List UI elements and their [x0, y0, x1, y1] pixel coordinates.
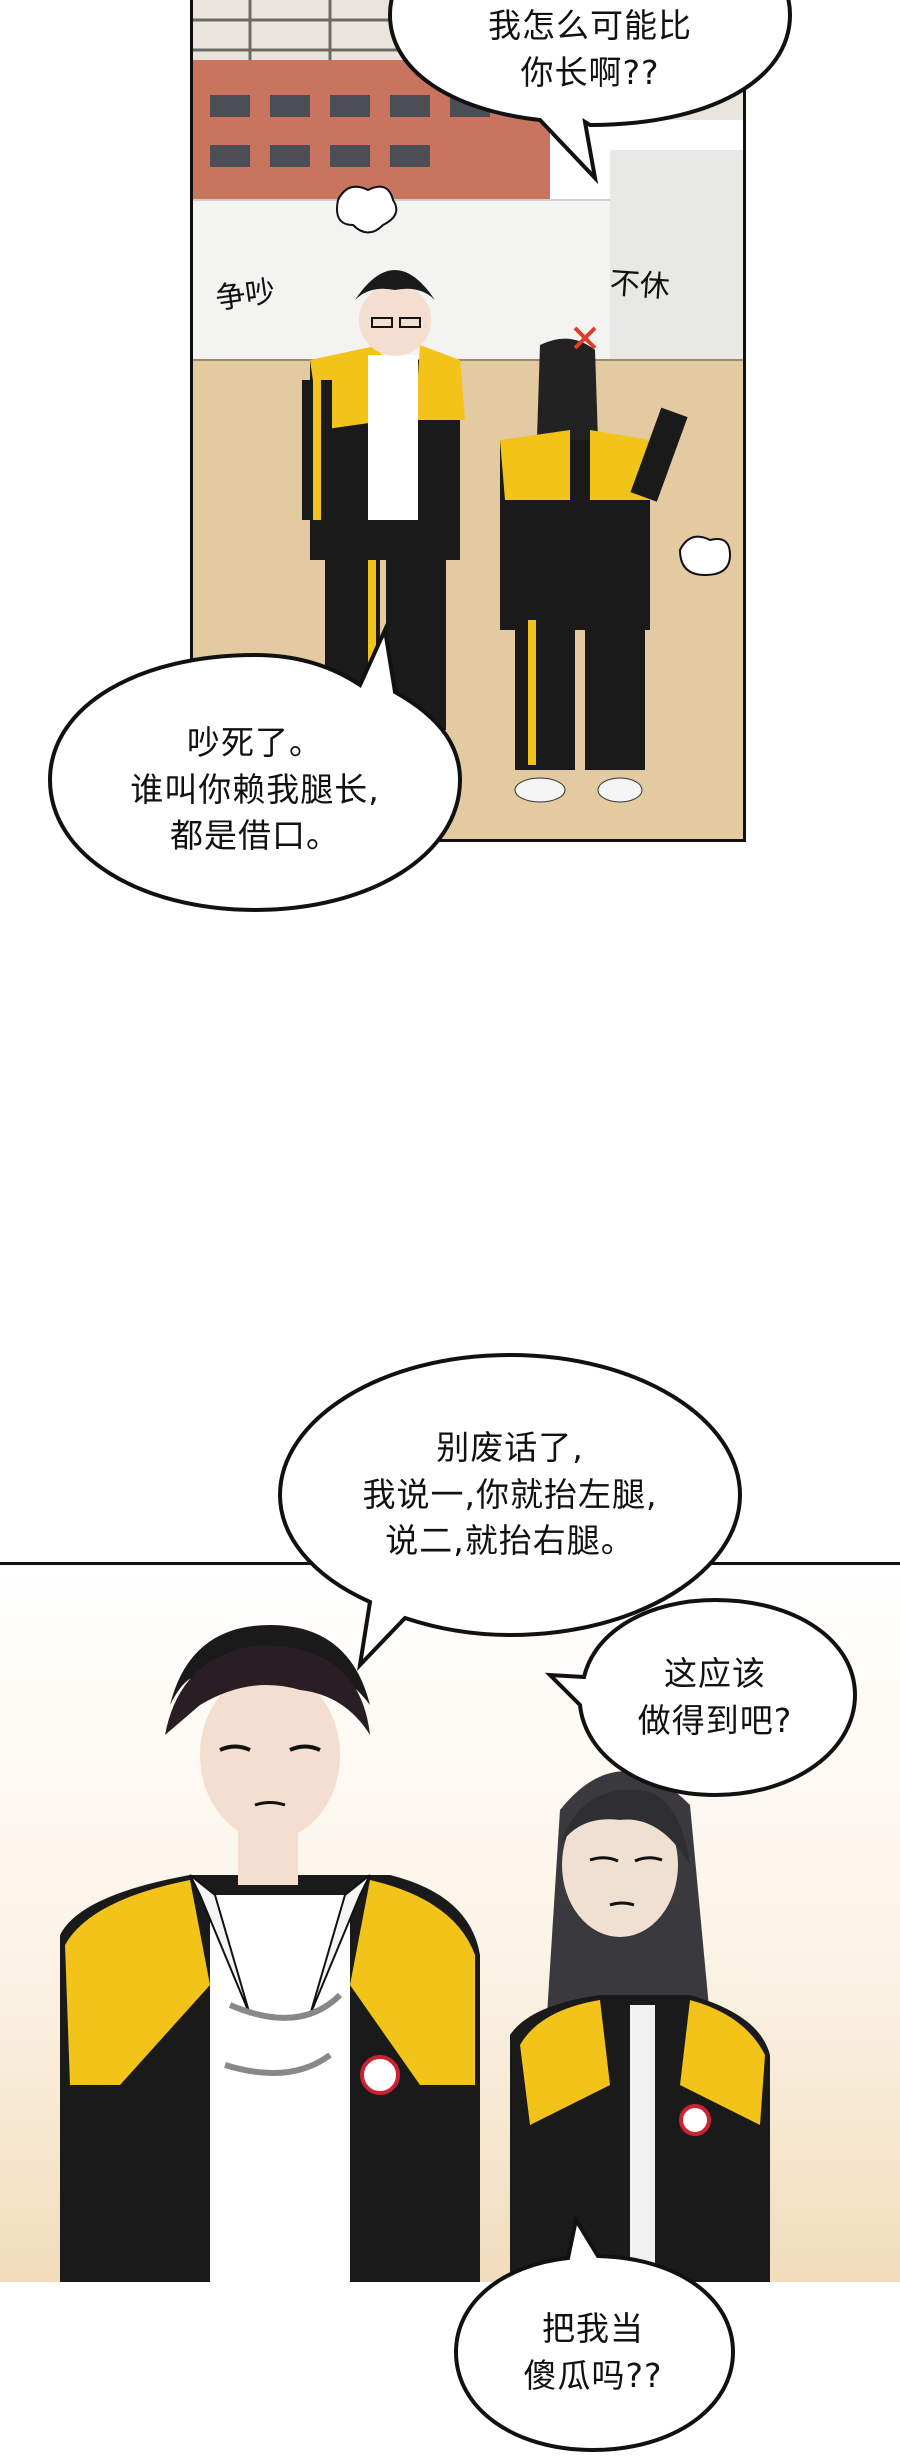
speech-bubble-main: 别废话了, 我说一,你就抬左腿, 说二,就抬右腿。: [270, 1350, 750, 1672]
bubble-line: 吵死了。: [187, 722, 323, 762]
speech-bubble-bottom: 把我当 傻瓜吗??: [448, 2214, 738, 2455]
bubble-line: 别废话了,: [436, 1427, 584, 1467]
bubble-line: 把我当: [542, 2308, 644, 2348]
panel-2-scene: [0, 1562, 900, 2282]
bubble-line: 傻瓜吗??: [523, 2355, 663, 2395]
bubble-line: 谁叫你赖我腿长,: [130, 769, 380, 809]
bubble-line: 我说一,你就抬左腿,: [362, 1474, 658, 1514]
speech-bubble-bottom-left: 吵死了。 谁叫你赖我腿长, 都是借口。: [40, 623, 470, 920]
sfx-arguing: 争吵: [213, 273, 278, 317]
bubble-line: 都是借口。: [170, 816, 340, 856]
bubble-line: 说二,就抬右腿。: [385, 1521, 635, 1561]
bubble-line: 这应该: [664, 1653, 766, 1693]
bubble-line: 做得到吧?: [637, 1700, 793, 1740]
speech-bubble-top: 我怎么可能比 你长啊??: [380, 0, 800, 185]
sfx-endless: 不休: [608, 265, 671, 306]
bubble-line: 我怎么可能比: [488, 6, 692, 46]
speech-bubble-side: 这应该 做得到吧?: [544, 1595, 860, 1800]
bubble-line: 你长啊??: [520, 53, 660, 92]
